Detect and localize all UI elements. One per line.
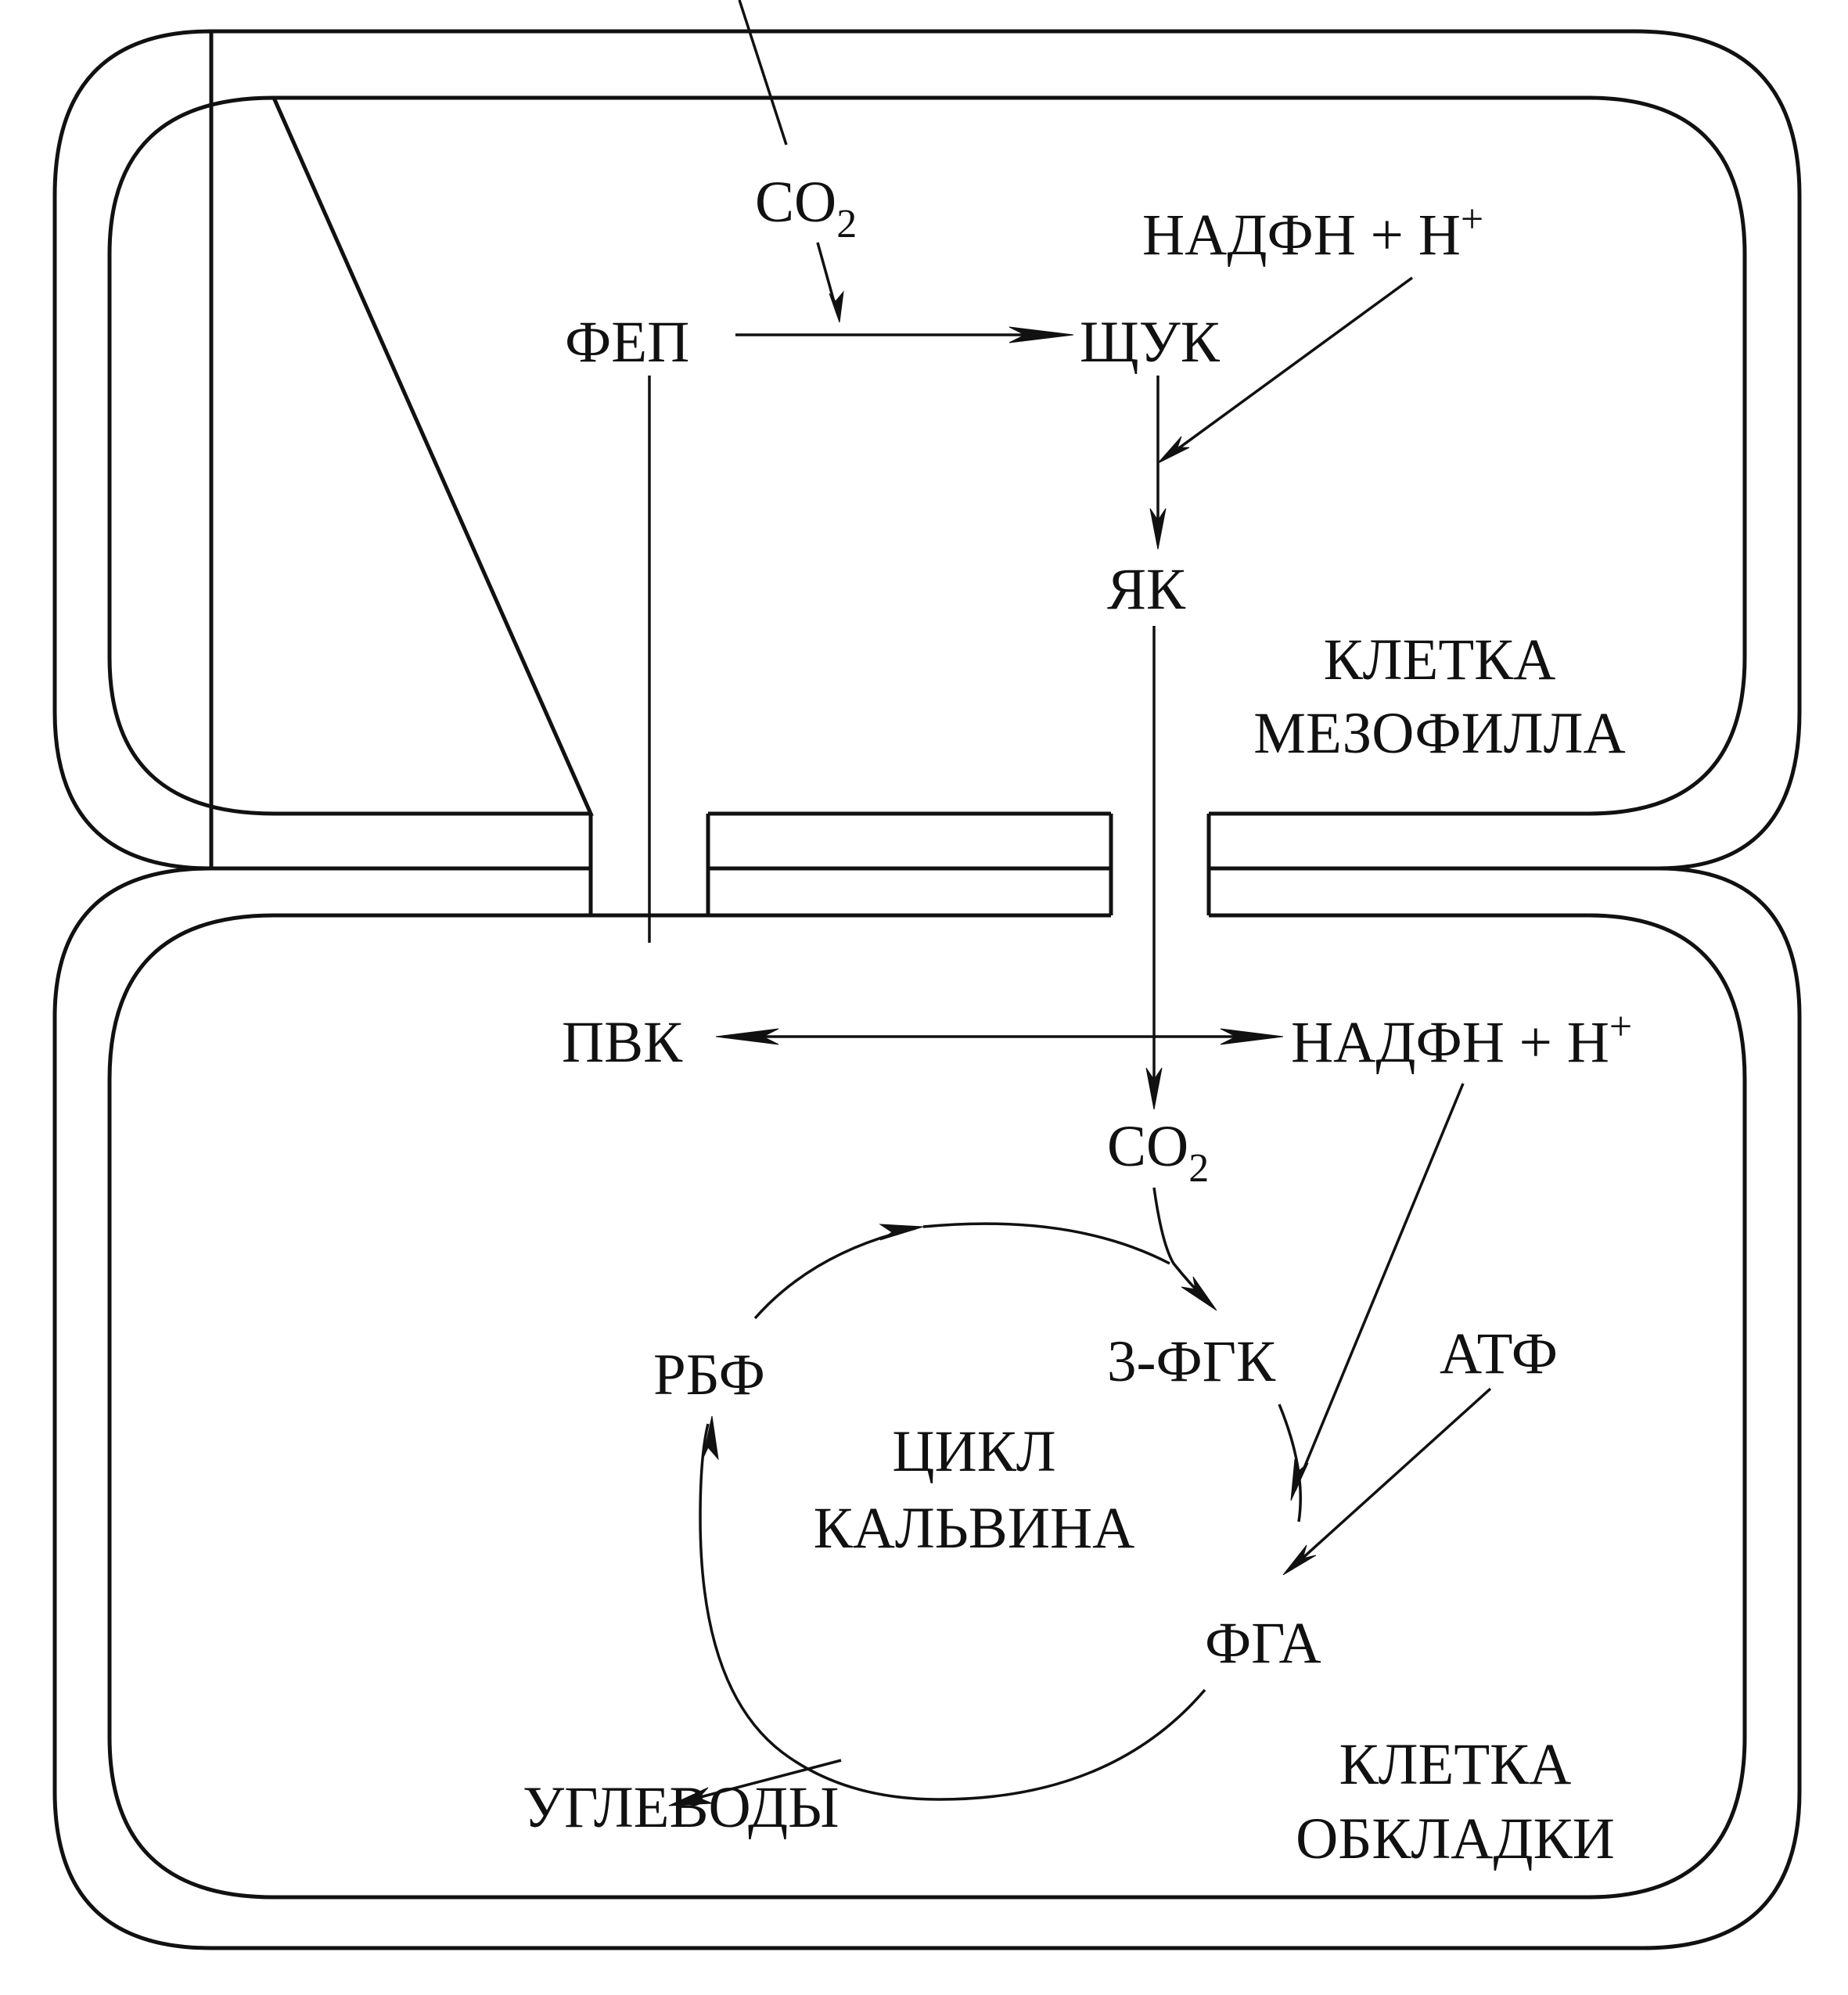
calvin-arc-rubp-arrowhead <box>702 1415 719 1461</box>
calvin-arc-top-arrowhead <box>879 1224 924 1241</box>
pyruvate-arrowhead <box>715 1028 779 1045</box>
plasmodesmata <box>588 811 1211 918</box>
mesophyll-labels: CO2 НАДФН + Н+ ФЕП ЩУК ЯК КЛЕТКА МЕЗОФИЛ… <box>565 170 1626 766</box>
nadph-to-g3p-arrow <box>1293 1083 1465 1491</box>
calvin-arc-pga-to-g3p <box>1278 1404 1302 1522</box>
bundle-sheath-cell-label-line1: КЛЕТКА <box>1339 1732 1572 1797</box>
bundle-sheath-labels: ПВК НАДФН + Н+ CO2 3-ФГК АТФ РБФ ЦИКЛ КА… <box>523 1005 1632 1871</box>
pyruvate-label: ПВК <box>562 1010 683 1075</box>
g3p-label: ФГА <box>1205 1611 1321 1676</box>
mesophyll-cell-label-line1: КЛЕТКА <box>1324 627 1556 692</box>
bundle-sheath-nadph-sup: + <box>1609 1005 1632 1049</box>
mesophyll-nadph-label: НАДФН + Н+ <box>1142 197 1483 268</box>
oaa-label: ЩУК <box>1080 310 1221 375</box>
carbohydrates-arrowhead <box>668 1787 713 1806</box>
bundle-sheath-nadph-label: НАДФН + Н+ <box>1291 1005 1632 1075</box>
calvin-cycle-label-line2: КАЛЬВИНА <box>814 1496 1135 1561</box>
bundle-sheath-nadph-main: НАДФН + Н <box>1291 1010 1609 1075</box>
mesophyll-nadph-sup: + <box>1461 197 1483 242</box>
nadph-to-reduction-arrowhead <box>1157 436 1190 464</box>
malate-label: ЯК <box>1107 557 1186 622</box>
bundle-sheath-outer-wall <box>52 866 1802 1950</box>
co2-to-pga-arrowhead <box>1181 1276 1217 1311</box>
pep-label: ФЕП <box>565 310 689 375</box>
mesophyll-nadph-main: НАДФН + Н <box>1142 203 1461 268</box>
pep-to-oaa-arrowhead <box>1008 326 1074 343</box>
bundle-sheath-cell-label-line2: ОБКЛАДКИ <box>1296 1806 1615 1871</box>
mesophyll-co2-sub: 2 <box>836 202 857 246</box>
rubp-label: РБФ <box>653 1343 765 1407</box>
atp-to-g3p-arrowhead <box>1282 1544 1317 1576</box>
mesophyll-co2-label: CO2 <box>755 170 857 246</box>
pathway-arrows <box>648 0 1492 1806</box>
oaa-to-malate-arrowhead <box>1149 508 1167 550</box>
nadph-to-reduction-arrow <box>1164 276 1414 459</box>
atp-to-g3p-arrow <box>1289 1387 1492 1570</box>
calvin-arc-top <box>922 1222 1170 1265</box>
bundle-sheath-co2-sub: 2 <box>1188 1146 1209 1191</box>
atp-label: АТФ <box>1440 1321 1558 1386</box>
cycle-to-carbohydrates-arrow <box>676 1759 842 1805</box>
co2-entry-line <box>738 0 788 146</box>
co2-to-pga-arrow <box>1152 1187 1206 1300</box>
bundle-sheath-co2-main: CO <box>1107 1114 1188 1179</box>
calvin-cycle-label-line1: ЦИКЛ <box>892 1419 1055 1484</box>
calvin-arc-g3p-to-bottom <box>699 1423 1206 1801</box>
plasmodesma-middle-edge <box>708 811 1113 918</box>
nadph-arrowhead <box>1220 1028 1284 1045</box>
co2-to-carboxylation-arrowhead <box>829 290 844 323</box>
mesophyll-co2-main: CO <box>755 170 836 235</box>
calvin-arc-rubp-to-top <box>753 1227 916 1320</box>
carbohydrates-label: УГЛЕВОДЫ <box>523 1775 840 1840</box>
pga-label: 3-ФГК <box>1107 1329 1276 1394</box>
malate-to-co2-arrowhead <box>1145 1067 1163 1110</box>
mesophyll-cell-label-line2: МЕЗОФИЛЛА <box>1253 701 1625 766</box>
bundle-sheath-co2-label: CO2 <box>1107 1114 1209 1191</box>
